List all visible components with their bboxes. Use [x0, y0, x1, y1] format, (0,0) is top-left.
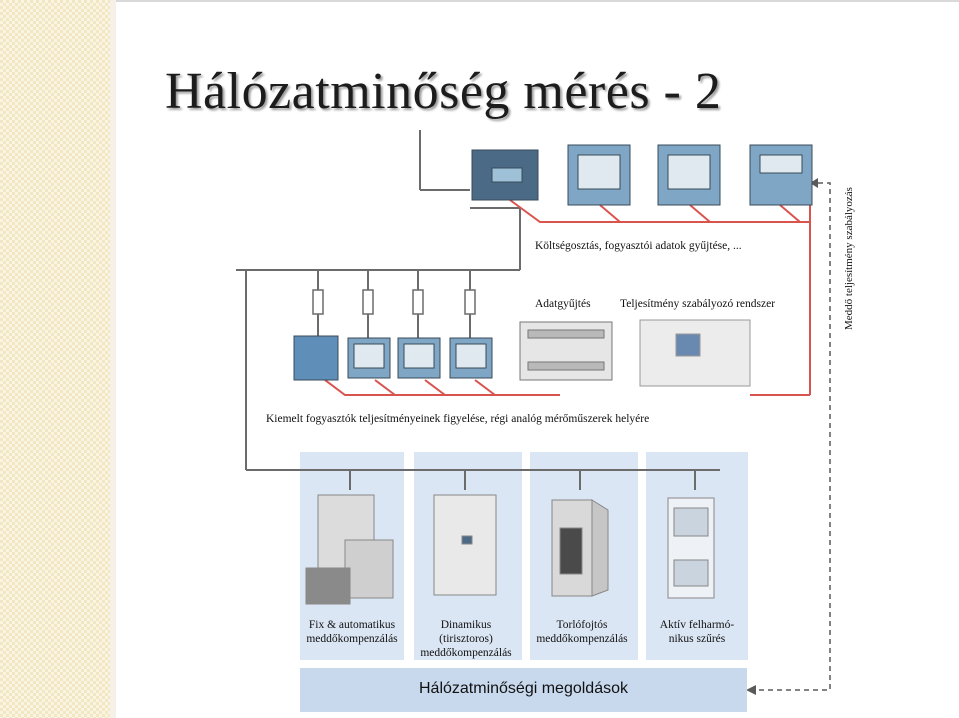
cabinet-active-filter	[667, 497, 715, 599]
cabinet-fix-auto	[305, 494, 394, 605]
solutions-banner-label: Hálózatminőségi megoldások	[419, 680, 628, 697]
device-meter-3	[749, 144, 813, 206]
fuse-icons	[312, 289, 476, 315]
device-meter-2	[657, 144, 721, 206]
cabinet-dynamic	[433, 494, 497, 596]
device-control-cabinet	[639, 319, 751, 387]
top-rule	[116, 0, 959, 2]
label-power-control: Teljesítmény szabályozó rendszer	[620, 298, 776, 310]
solutions-banner: Hálózatminőségi megoldások	[300, 668, 747, 712]
solution-label-4: Aktív felharmó- nikus szűrés	[659, 619, 735, 645]
solution-label-3: Torlófojtós meddőkompenzálás	[536, 619, 628, 645]
solution-label-2: Dinamikus (tirisztoros) meddőkompenzálás	[420, 619, 512, 659]
arrowheads	[746, 178, 818, 695]
signal-lines-top	[324, 199, 811, 396]
label-reactive-power-control: Meddő teljesítmény szabályozás	[843, 187, 855, 330]
device-small-meter	[293, 335, 339, 381]
label-cost-allocation: Költségosztás, fogyasztói adatok gyűjtés…	[535, 240, 742, 252]
sidebar-edge	[110, 0, 116, 718]
label-consumer-monitoring: Kiemelt fogyasztók teljesítményeinek fig…	[266, 413, 650, 425]
device-io-module	[519, 321, 613, 381]
label-data-collection: Adatgyűjtés	[535, 298, 591, 310]
decorative-sidebar	[0, 0, 111, 718]
solution-label-1: Fix & automatikus meddőkompenzálás	[306, 619, 398, 645]
slide-title: Hálózatminőség mérés - 2	[165, 63, 722, 120]
device-meter-row	[347, 337, 493, 379]
cabinet-detuned	[551, 499, 609, 597]
device-meter-1	[567, 144, 631, 206]
dashed-control-lines	[750, 182, 831, 691]
device-datalogger	[471, 149, 539, 201]
